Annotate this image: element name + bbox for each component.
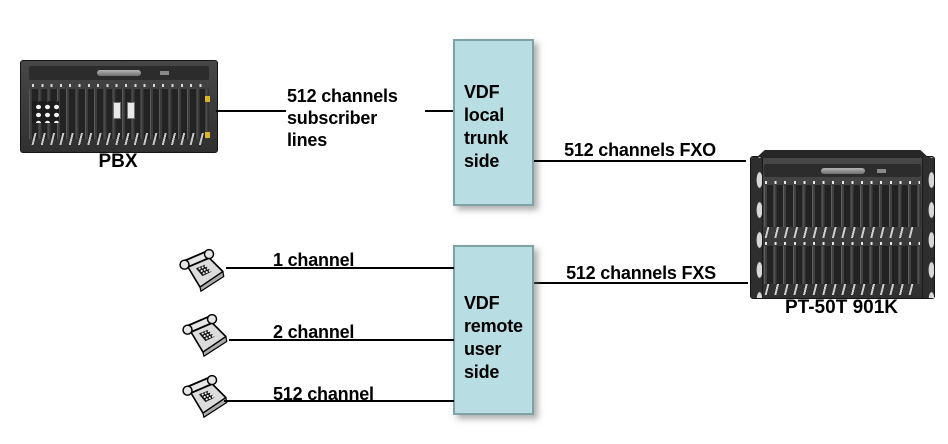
rack-ejector-levers [764, 284, 921, 295]
phone-icon-2 [181, 312, 230, 358]
connector-label-to-vdf-local [425, 110, 453, 112]
rack-card-slots [764, 246, 921, 284]
vdf-remote-user-box: VDF remote user side [453, 245, 534, 415]
connector-fxs [534, 282, 748, 284]
rack-vent [877, 169, 887, 173]
rack-top-panel [764, 164, 921, 177]
rack-mount-flange [922, 157, 934, 298]
pbx-rack-image [20, 60, 218, 153]
pt50t-rack-image [750, 150, 935, 299]
rack-warning-sticker [205, 96, 210, 102]
connector-pbx-to-label [216, 110, 286, 112]
fxs-label: 512 channels FXS [566, 263, 716, 283]
rack-top-cap [756, 150, 929, 158]
connector-phone-2 [229, 339, 454, 341]
subscriber-lines-label: 512 channels subscriber lines [287, 86, 398, 150]
fxo-label: 512 channels FXO [564, 140, 716, 160]
rack-connector [127, 102, 135, 119]
rack-card-slots [764, 185, 921, 227]
connector-fxo [534, 160, 746, 162]
rack-ejector-levers [764, 227, 921, 238]
vdf-local-trunk-box: VDF local trunk side [453, 39, 534, 206]
rack-mount-flange [751, 157, 763, 298]
rack-handle [820, 168, 865, 174]
pbx-label: PBX [98, 151, 138, 172]
phone-icon-3 [181, 373, 230, 419]
rack-ejector-levers [31, 133, 207, 145]
channel-1-label: 1 channel [273, 250, 355, 270]
channel-512-label: 512 channel [273, 384, 374, 404]
pt50t-label: PT-50T 901K [785, 297, 898, 318]
channel-2-label: 2 channel [273, 322, 355, 342]
rack-connector [113, 102, 121, 119]
rack-handle [97, 70, 141, 76]
rack-top-panel [29, 66, 209, 80]
rack-led-module [32, 101, 59, 123]
connector-phone-1 [226, 267, 454, 269]
phone-icon-1 [178, 247, 227, 293]
connector-phone-3 [224, 400, 454, 402]
rack-led-row [765, 181, 920, 184]
rack-led-row [765, 242, 920, 245]
rack-screw-row [32, 84, 206, 87]
rack-vent [160, 71, 170, 75]
rack-warning-sticker [205, 132, 210, 138]
